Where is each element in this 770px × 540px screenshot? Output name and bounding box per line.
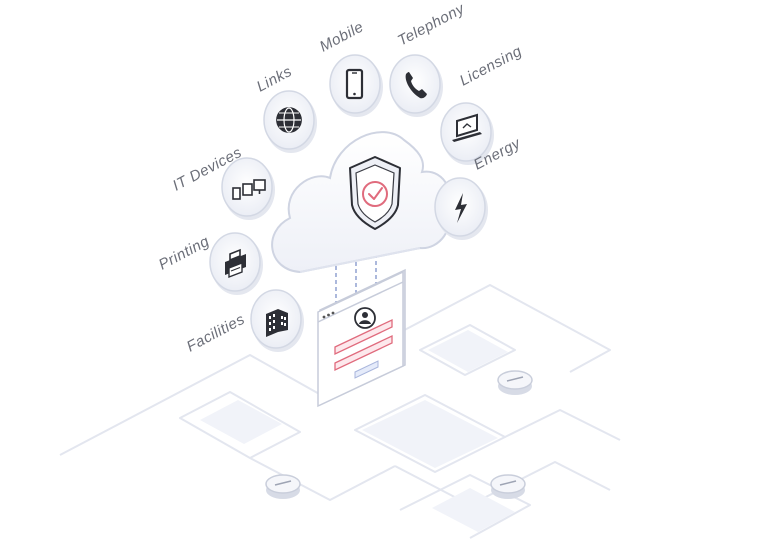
shield-check-icon [349, 156, 401, 230]
bubble-energy [434, 177, 488, 240]
floor-tiles [200, 330, 515, 532]
smartphone-icon [345, 68, 364, 100]
login-panel [317, 268, 406, 408]
building-icon [266, 309, 288, 337]
bubble-mobile [329, 54, 383, 117]
devices-icon [232, 179, 266, 200]
label-mobile: Mobile [317, 18, 367, 55]
globe-icon [276, 107, 302, 133]
laptop-icon [452, 113, 482, 142]
floor-circuit [59, 284, 621, 539]
floor-coin-3 [490, 474, 526, 499]
user-avatar-icon [354, 307, 376, 329]
login-field-1 [334, 318, 393, 356]
floor-coin-2 [265, 474, 301, 499]
label-telephony: Telephony [395, 0, 468, 50]
bubble-it-devices [221, 157, 275, 220]
floor-coin-1 [497, 370, 533, 395]
bubble-telephony [389, 54, 443, 117]
bubble-facilities [250, 289, 304, 352]
lightning-bolt-icon [455, 193, 467, 223]
label-facilities: Facilities [184, 311, 248, 356]
printer-icon [225, 248, 246, 279]
bubble-links [263, 90, 317, 153]
login-field-2 [334, 334, 393, 372]
bubble-licensing [440, 102, 494, 165]
phone-handset-icon [405, 72, 427, 99]
label-printing: Printing [156, 233, 213, 274]
bubble-printing [209, 232, 263, 295]
login-submit-button [354, 360, 379, 379]
label-licensing: Licensing [457, 43, 525, 90]
